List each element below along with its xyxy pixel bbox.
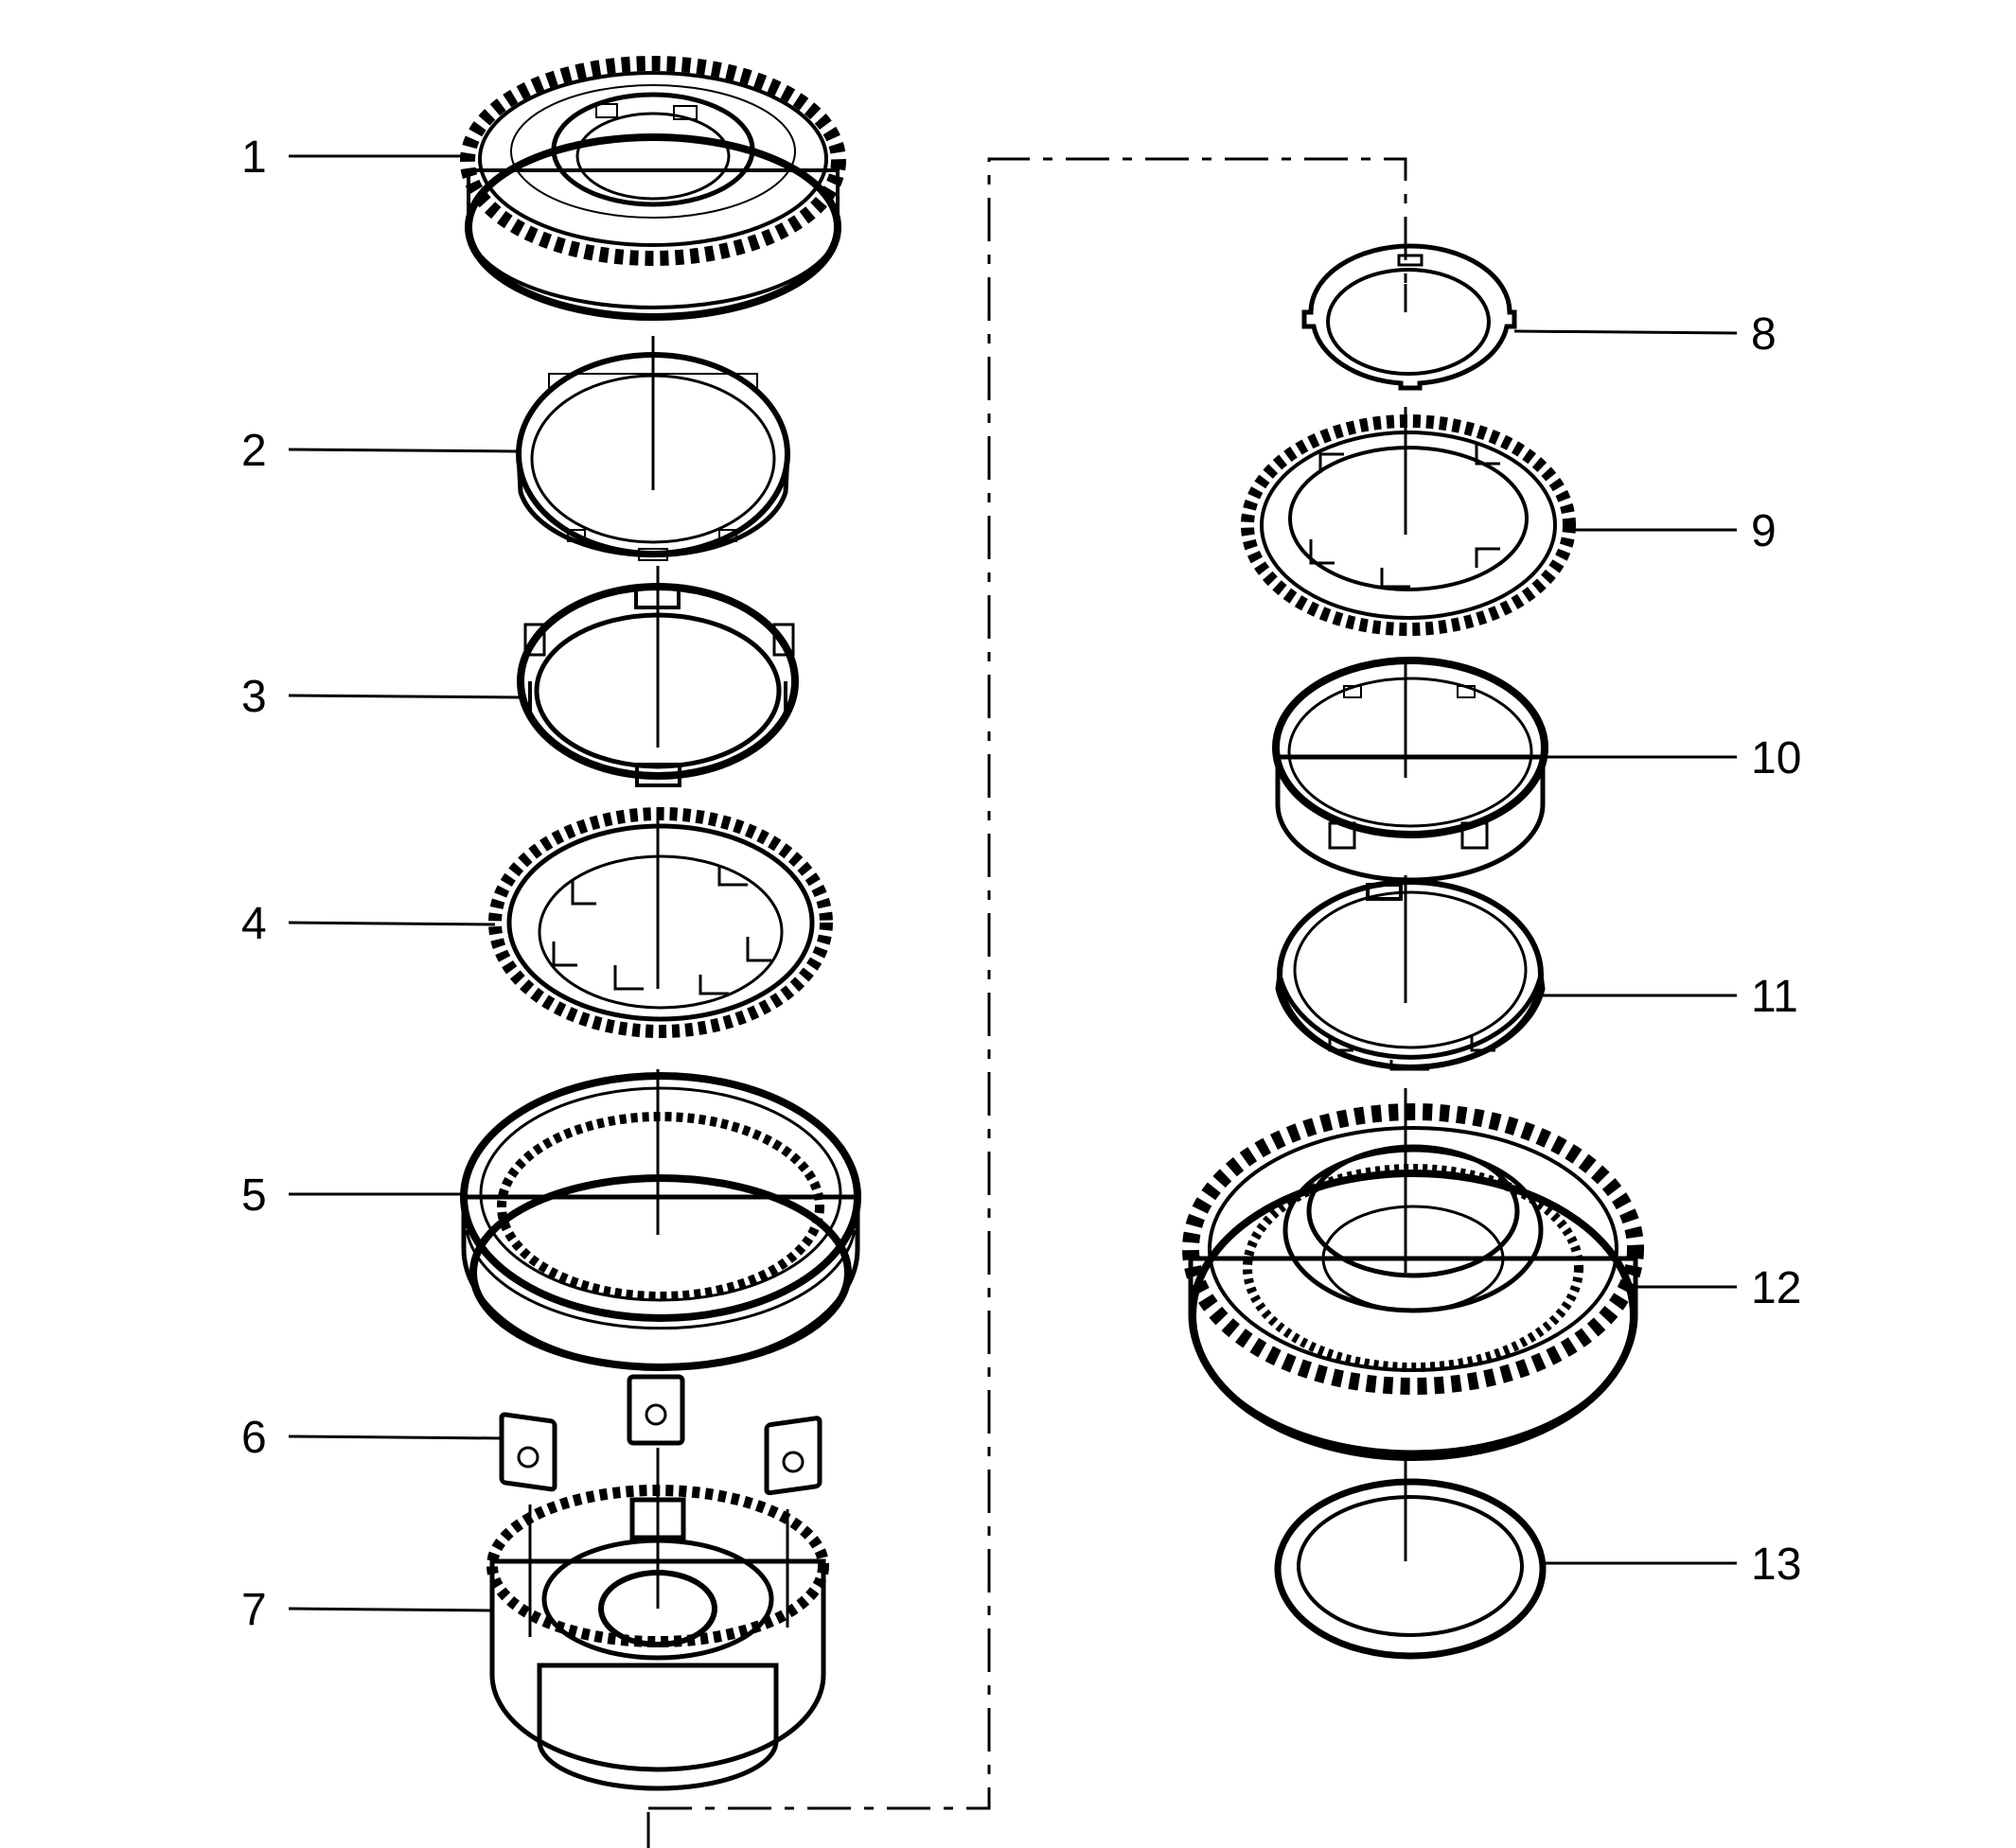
- part-4-toothed-ring: [488, 807, 833, 1038]
- part-11-cone-ring: [1275, 879, 1546, 1071]
- part-2-synchro-ring: [516, 352, 790, 561]
- callout-1: 1: [241, 132, 267, 183]
- leader-3: [288, 694, 522, 699]
- part-10-synchro-ring: [1272, 657, 1548, 883]
- callout-13: 13: [1751, 1540, 1801, 1590]
- part-1-helical-gear: [460, 56, 846, 321]
- key-insert-left: [499, 1412, 557, 1492]
- leader-4: [288, 921, 496, 926]
- part-12-gear-with-cone: [1182, 1103, 1644, 1461]
- callout-2: 2: [241, 426, 267, 476]
- part-8-tabbed-washer: [1301, 243, 1517, 391]
- part-9-toothed-ring: [1241, 414, 1576, 636]
- leader-2: [288, 448, 520, 453]
- part-3-synchro-ring: [517, 583, 799, 787]
- key-insert-center: [627, 1374, 685, 1446]
- leader-6: [288, 1434, 503, 1440]
- callout-11: 11: [1751, 972, 1798, 1022]
- gear-1-teeth-rim: [460, 56, 846, 266]
- callout-8: 8: [1751, 309, 1777, 360]
- callout-3: 3: [241, 672, 267, 722]
- key-insert-right: [764, 1416, 822, 1496]
- callout-4: 4: [241, 899, 267, 949]
- callout-7: 7: [241, 1585, 267, 1635]
- callout-5: 5: [241, 1170, 267, 1221]
- callout-10: 10: [1751, 733, 1801, 783]
- gear-1-hub-cone: [551, 92, 755, 207]
- leader-8: [1513, 329, 1738, 335]
- part-13-thrust-washer: [1274, 1478, 1547, 1660]
- leader-7: [288, 1607, 493, 1612]
- callout-6: 6: [241, 1413, 267, 1463]
- part-5-synchro-sleeve: [460, 1072, 861, 1371]
- part-7-synchro-hub: [486, 1485, 829, 1791]
- part-6-key-inserts: [499, 1374, 822, 1496]
- callout-12: 12: [1751, 1263, 1801, 1313]
- gear-1-top-face: [478, 71, 828, 247]
- callout-9: 9: [1751, 506, 1777, 556]
- gear-1-bottom-edge: [465, 133, 841, 321]
- assembly-connector-line: [646, 157, 1407, 1848]
